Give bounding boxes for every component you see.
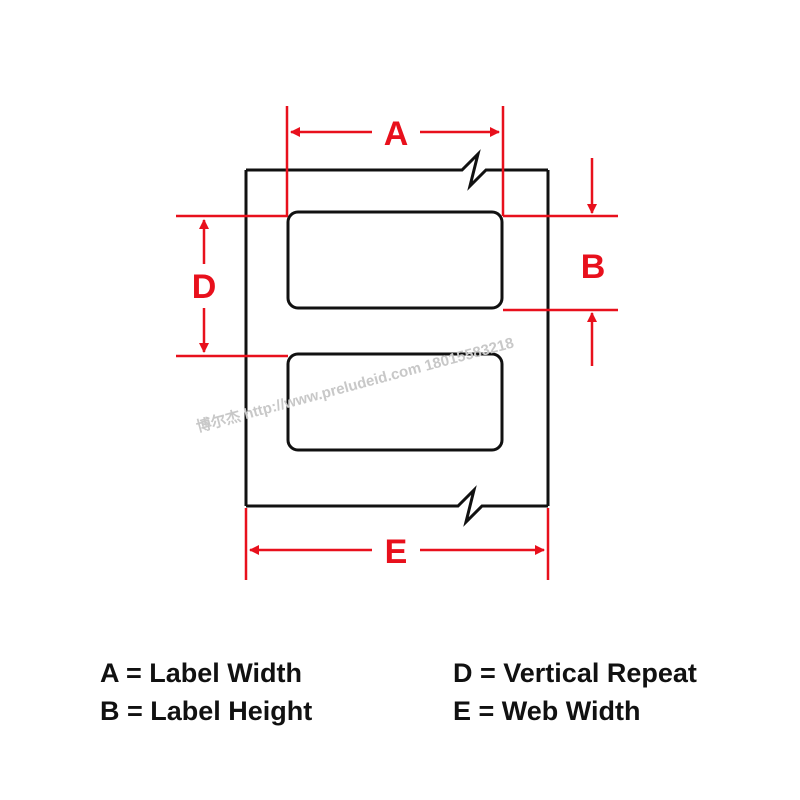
legend-item-e: E = Web Width [453,696,641,726]
legend-item-b: B = Label Height [100,696,313,726]
dimension-e-letter: E [385,533,408,571]
label-top [286,210,504,310]
web-liner-bottom-edge [246,485,548,527]
legend-item-a: A = Label Width [100,658,303,688]
dimension-e [244,508,550,580]
legend-right-column: D = Vertical Repeat E = Web Width [453,654,697,730]
dimension-a [285,106,505,216]
web-liner [244,149,550,527]
legend-left-column: A = Label Width B = Label Height [100,654,312,730]
dimension-d-letter: D [192,268,217,306]
dimension-a-letter: A [384,115,409,153]
dimension-b-letter: B [581,248,606,286]
legend-item-d: D = Vertical Repeat [453,658,697,688]
web-liner-top-edge [246,149,548,191]
label-bottom [286,352,504,452]
dimension-b [503,158,618,366]
dimension-d [176,214,288,358]
